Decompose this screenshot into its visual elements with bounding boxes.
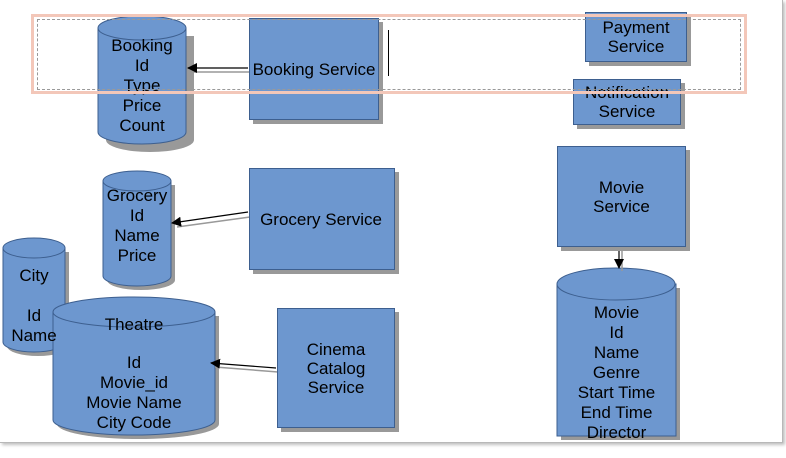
cinema-catalog-to-theatre-arrow[interactable] [210,358,279,373]
booking-db-field: Type [123,76,161,95]
movie-db-field: Name [593,343,640,362]
payment-service-label: Payment Service [602,18,670,56]
booking-db-cylinder[interactable] [97,15,194,152]
diagram-canvas: Booking Service Payment Service Notifica… [0,0,783,443]
theatre-db-title: Theatre [104,315,164,334]
selection-highlight [31,14,747,94]
grocery-db-fields: Grocery Id Name Price [103,186,171,266]
movie-db-field: Genre [592,363,641,382]
theatre-db-fields: Theatre Id Movie_id Movie Name City Code [53,315,215,433]
theatre-db-field: Id [126,353,142,372]
movie-service-label: Movie Service [593,177,650,216]
selection-handles-frame[interactable] [37,19,741,90]
notification-service-box[interactable]: Notification Service [573,79,681,125]
grocery-db-field: Name [114,226,160,245]
movie-db-title: Movie [593,303,640,322]
movie-db-field: Start Time [577,383,656,402]
grocery-service-box[interactable]: Grocery Service [249,168,395,270]
text-cursor [388,30,389,76]
movie-db-cylinder[interactable] [556,267,680,440]
booking-db-title: Booking [111,36,173,55]
city-db-title: City [19,266,49,285]
grocery-service-to-db-arrow[interactable] [171,211,251,228]
grocery-db-cylinder[interactable] [102,170,175,290]
movie-db-field: Director [586,423,647,442]
city-db-fields: City Id Name [3,266,65,346]
booking-db-fields: Booking Id Type Price Count [98,36,186,136]
grocery-db-field: Id [129,206,145,225]
booking-service-label: Booking Service [252,59,376,79]
movie-db-field: Id [609,323,624,342]
booking-db-field: Id [134,56,150,75]
theatre-db-field: Movie Name [86,393,182,412]
booking-db-field: Price [122,96,162,115]
city-db-field: Id [26,306,42,325]
booking-db-field: Count [119,116,165,135]
booking-service-box[interactable]: Booking Service [249,18,379,120]
movie-service-to-db-arrow[interactable] [614,243,624,271]
cinema-catalog-service-box[interactable]: Cinema Catalog Service [277,308,395,428]
grocery-db-title: Grocery [106,186,168,205]
grocery-service-label: Grocery Service [260,209,382,229]
theatre-db-cylinder[interactable] [52,296,219,439]
grocery-db-field: Price [117,246,157,265]
payment-service-box[interactable]: Payment Service [585,12,687,62]
cinema-catalog-service-label: Cinema Catalog Service [306,339,366,397]
booking-service-to-db-arrow[interactable] [187,63,250,73]
movie-db-fields: Movie Id Name Genre Start Time End Time … [557,303,676,443]
theatre-db-field: City Code [96,413,172,432]
city-db-field: Name [11,326,57,345]
movie-service-box[interactable]: Movie Service [557,146,686,247]
movie-db-field: End Time [580,403,653,422]
theatre-db-field: Movie_id [99,373,169,392]
